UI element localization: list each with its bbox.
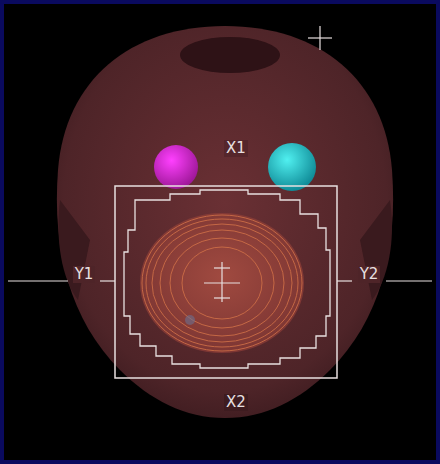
isocenter-cross xyxy=(204,262,240,302)
axis-label: X1 xyxy=(224,140,248,157)
head-surface xyxy=(57,26,393,418)
axis-label: Y2 xyxy=(358,266,381,283)
marker xyxy=(185,315,195,325)
target-contours xyxy=(142,215,302,351)
ground xyxy=(4,4,436,460)
vertex-shadow xyxy=(180,37,280,73)
ear-right xyxy=(360,200,392,300)
organ-magenta xyxy=(154,145,198,189)
target-volume xyxy=(140,213,304,353)
axis-label: X2 xyxy=(224,394,248,411)
mlc-aperture xyxy=(124,190,330,368)
ear-left xyxy=(58,200,90,300)
corner-cross xyxy=(308,26,332,50)
jaw-field xyxy=(115,186,337,378)
organ-cyan xyxy=(268,143,316,191)
axis-label: Y1 xyxy=(73,266,96,283)
